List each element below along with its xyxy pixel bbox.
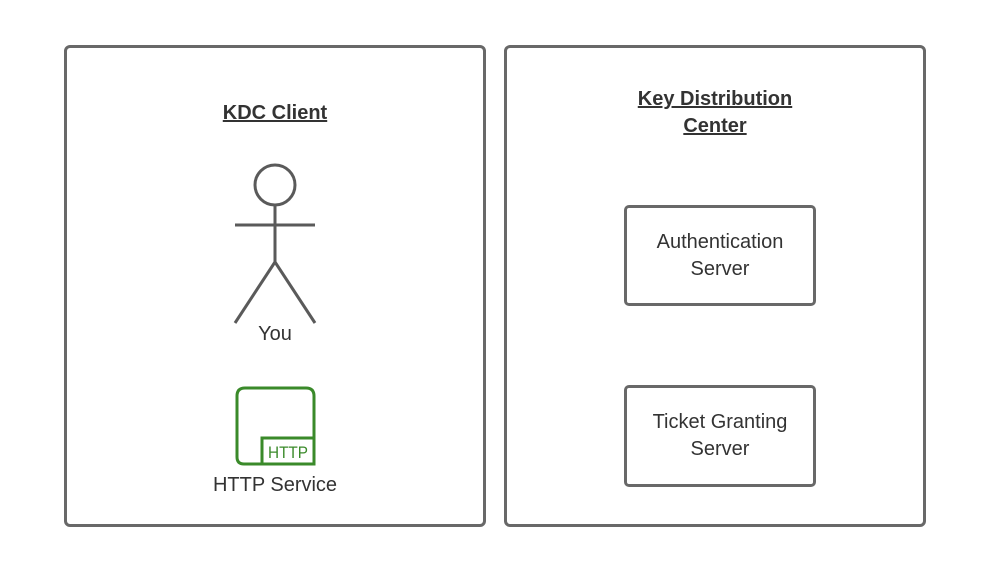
tgs-line1: Ticket Granting [652, 411, 788, 433]
http-service-icon [235, 386, 316, 466]
kdc-title-line1: Key Distribution [637, 88, 793, 110]
http-icon-text: HTTP [268, 443, 308, 462]
tgs-line2: Server [690, 438, 750, 460]
user-actor-icon [233, 163, 317, 324]
http-service-label: HTTP Service [212, 474, 338, 496]
user-label: You [258, 323, 292, 345]
kdc-title: Key Distribution Center [585, 86, 845, 140]
as-line1: Authentication [656, 230, 784, 253]
kdc-client-container [64, 45, 486, 527]
kdc-client-title: KDC Client [222, 102, 328, 124]
kdc-container [504, 45, 926, 527]
kdc-title-line2: Center [683, 115, 747, 137]
as-line2: Server [690, 257, 750, 280]
